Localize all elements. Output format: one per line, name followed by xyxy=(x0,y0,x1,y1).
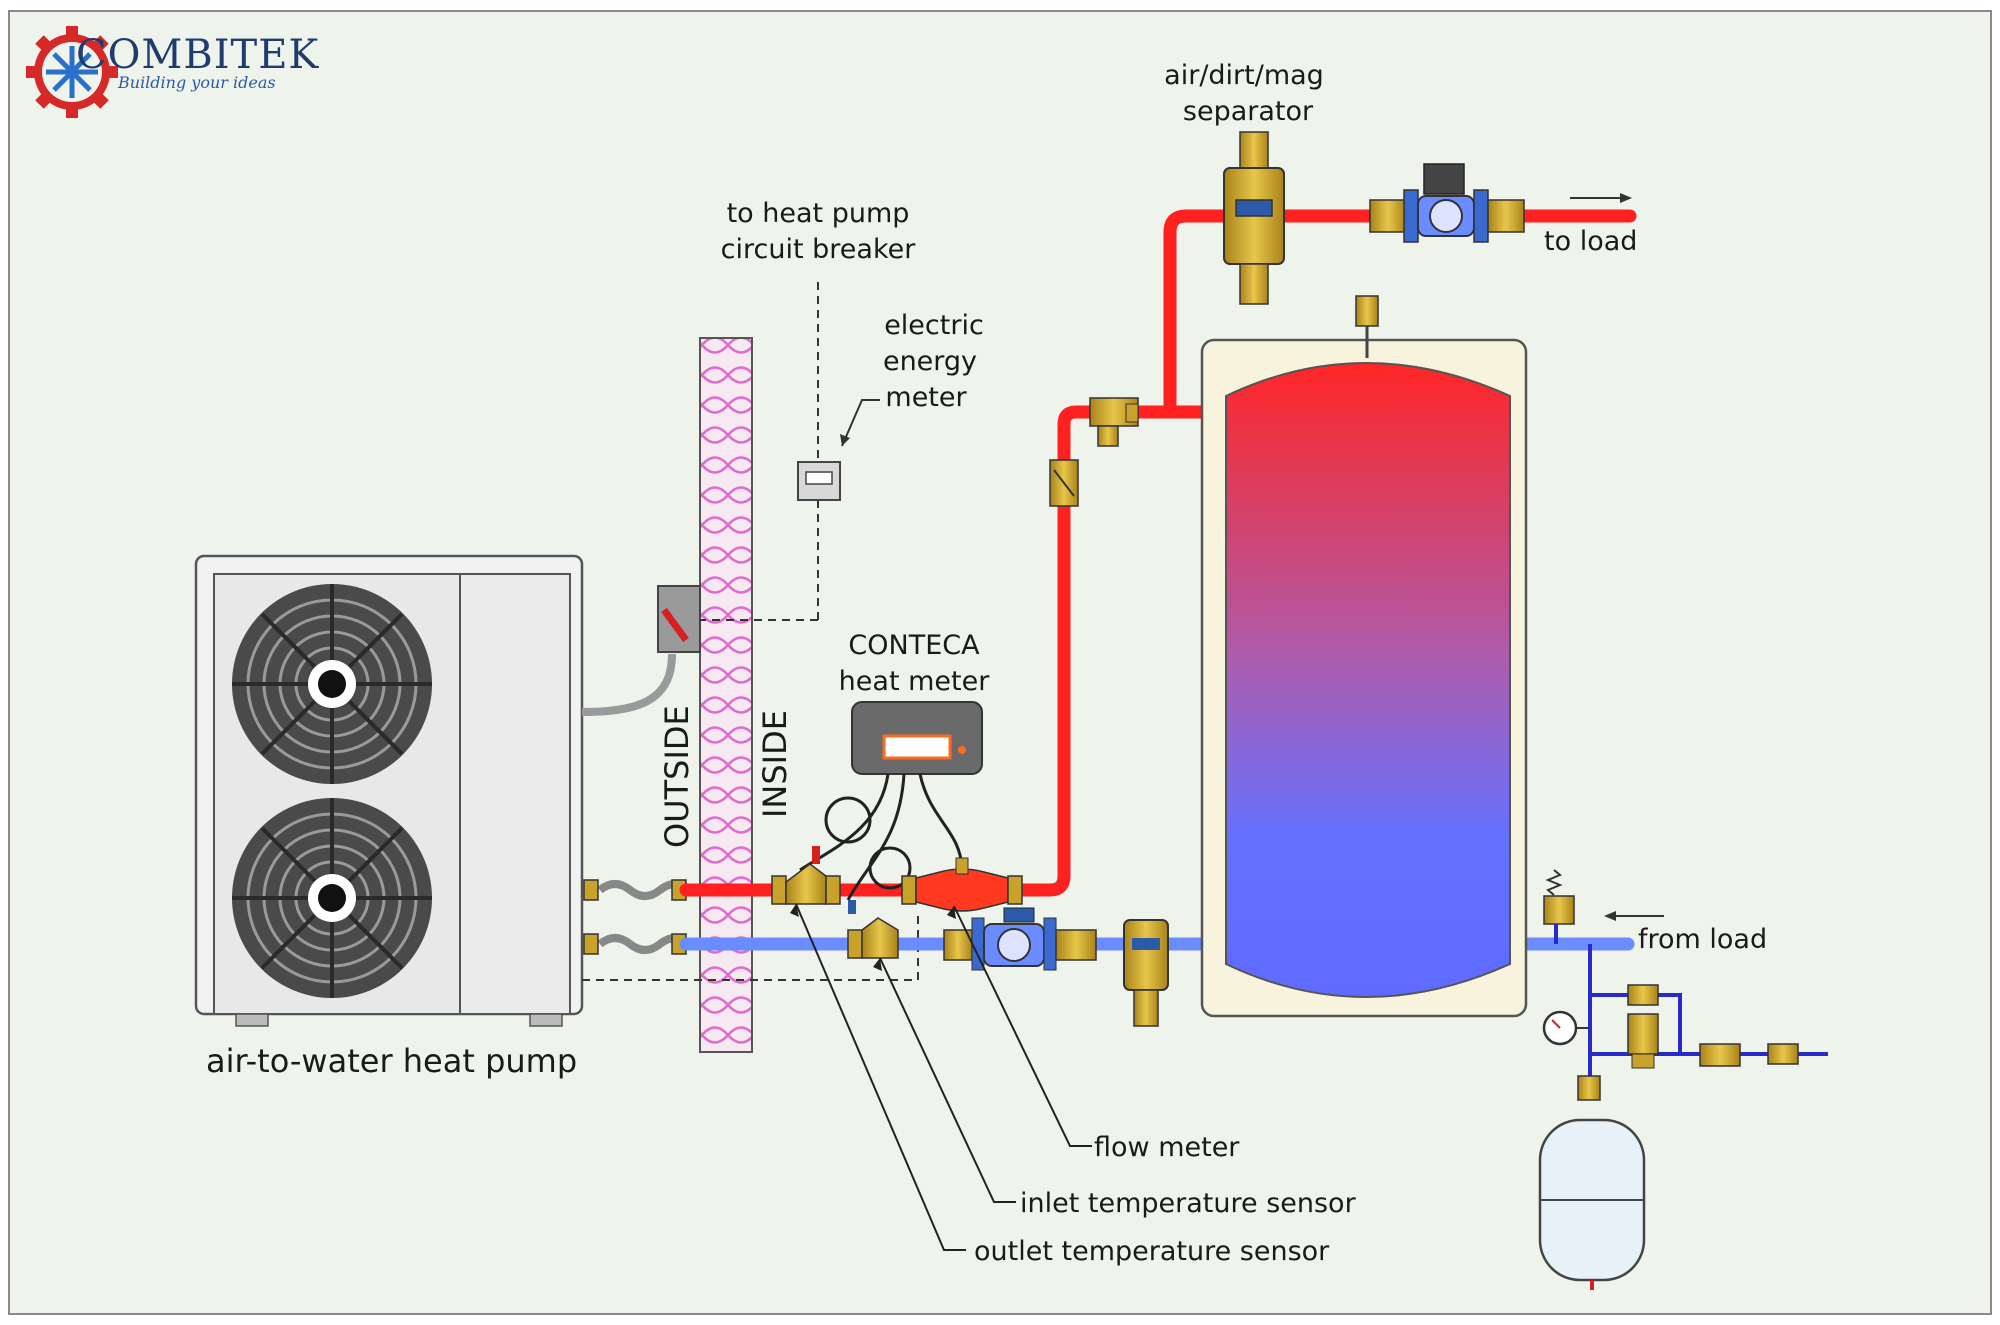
energy-label-line2: energy xyxy=(883,346,977,377)
logo-tagline: Building your ideas xyxy=(117,73,276,92)
outlet-arrowhead xyxy=(790,904,799,917)
separator-label-line1: air/dirt/mag xyxy=(1164,60,1324,91)
makeup-valves xyxy=(1577,984,1799,1101)
fan-lower-icon xyxy=(232,798,432,998)
relief-valve xyxy=(1089,397,1139,447)
makeup-piping xyxy=(1588,944,1828,1092)
outlet-temperature-sensor-fitting xyxy=(847,900,899,959)
power-cable xyxy=(581,653,676,716)
flow-meter-body xyxy=(901,857,1023,912)
air-dirt-mag-separator xyxy=(1223,131,1285,305)
inlet-temperature-sensor-fitting xyxy=(771,846,841,905)
to-load-label: to load xyxy=(1544,226,1637,257)
heat-pump-circulator xyxy=(943,907,1097,971)
electric-energy-meter xyxy=(797,461,841,501)
energy-label-line1: electric xyxy=(884,310,984,341)
return-dirt-separator xyxy=(1123,919,1169,1027)
outside-label: OUTSIDE xyxy=(658,705,696,848)
storage-tank xyxy=(1200,295,1528,1018)
expansion-tank xyxy=(1538,1118,1646,1290)
disconnect-switch xyxy=(657,585,701,653)
breaker-label-line1: to heat pump xyxy=(727,198,910,229)
flow-check-valve xyxy=(1049,459,1079,507)
outlet-sensor-label: outlet temperature sensor xyxy=(974,1236,1330,1267)
logo-gear-icon xyxy=(26,26,118,118)
flow-meter-label: flow meter xyxy=(1094,1132,1240,1163)
fan-upper-icon xyxy=(232,584,432,784)
air-vent-spring xyxy=(1543,869,1575,944)
inside-label: INSIDE xyxy=(756,710,794,818)
energy-label-line3: meter xyxy=(885,382,967,413)
heat-pump-label: air-to-water heat pump xyxy=(206,1042,577,1080)
sensor-cables xyxy=(799,773,964,901)
inlet-sensor-label: inlet temperature sensor xyxy=(1020,1188,1357,1219)
heat-pump-unit xyxy=(194,554,584,1027)
pressure-gauge xyxy=(1542,1010,1590,1046)
logo: COMBITEK Building your ideas xyxy=(26,26,319,118)
from-load-label: from load xyxy=(1638,924,1767,955)
conteca-heat-meter xyxy=(851,701,983,775)
inlet-arrowhead xyxy=(873,958,882,971)
separator-label-line2: separator xyxy=(1183,96,1314,127)
flex-hoses xyxy=(583,879,693,955)
wall-insulation xyxy=(699,337,753,1053)
logo-brand: COMBITEK xyxy=(76,32,319,78)
leader-lines xyxy=(795,903,1092,1251)
breaker-label-line2: circuit breaker xyxy=(721,234,917,265)
load-circulator xyxy=(1369,163,1525,243)
control-wiring xyxy=(582,282,919,981)
flow-meter-arrowhead xyxy=(947,906,956,919)
heatmeter-label-line1: CONTECA xyxy=(848,630,980,661)
heatmeter-label-line2: heat meter xyxy=(839,666,991,697)
